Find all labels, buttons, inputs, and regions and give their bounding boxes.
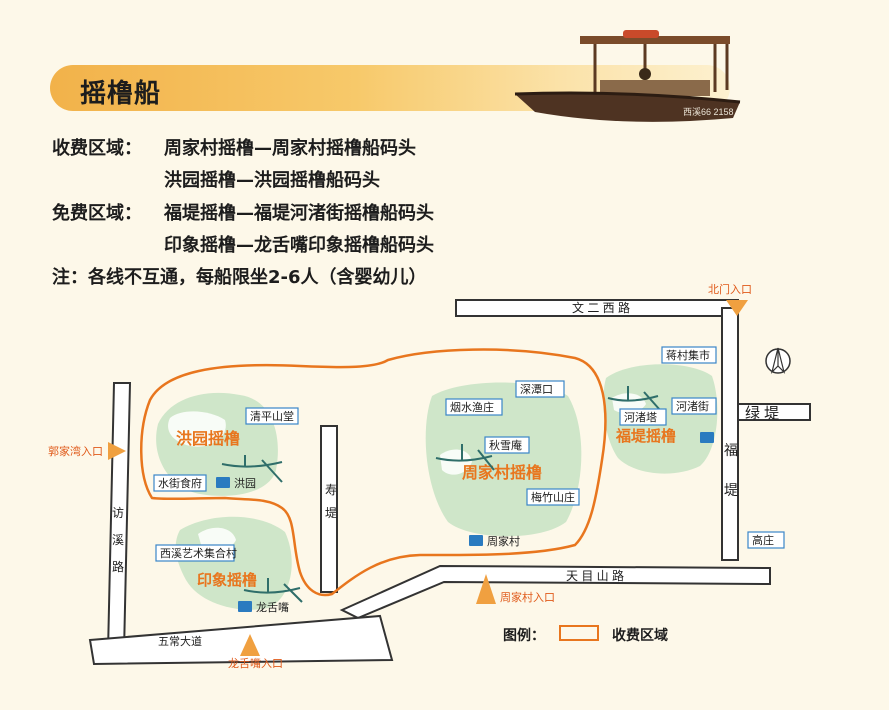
road-labels: 文 二 西 路 绿 堤 福 堤 访 溪 路 寿 堤 天 目 山 路 五常大道 bbox=[112, 300, 779, 648]
boat-icon-hongyuan bbox=[221, 455, 283, 483]
boat-hull bbox=[515, 92, 740, 122]
zone-name-zhoujiacun: 周家村摇橹 bbox=[462, 463, 542, 482]
boatman-icon bbox=[639, 68, 651, 80]
place-qingpingshantang: 清平山堂 bbox=[250, 410, 294, 423]
road-label-fudi-1: 福 bbox=[724, 442, 738, 458]
place-jiangcunjishi: 蒋村集市 bbox=[666, 348, 710, 362]
legend-swatch bbox=[559, 625, 599, 641]
hongyuan-pond bbox=[168, 411, 226, 447]
zone-areas bbox=[156, 364, 718, 610]
zone-names: 洪园摇橹 印象摇橹 周家村摇橹 福堤摇橹 bbox=[176, 427, 676, 589]
boat-icon-yinxiang bbox=[243, 578, 303, 603]
legend-text: 收费区域 bbox=[612, 627, 668, 643]
boat-cabin bbox=[600, 80, 710, 96]
road-label-fangxi-3: 路 bbox=[112, 559, 124, 574]
place-qiuxuean: 秋雪庵 bbox=[489, 438, 522, 452]
road-label-tianmu: 天 目 山 路 bbox=[566, 568, 624, 583]
pier-longshezui: 龙舌嘴 bbox=[256, 601, 289, 614]
boat-roof-cushion bbox=[623, 30, 659, 38]
road-label-shoudi-2: 堤 bbox=[325, 506, 337, 520]
free-zone-line-1: 免费区域：福堤摇橹—福堤河渚街摇橹船码头 bbox=[52, 203, 434, 224]
legend: 图例： 收费区域 bbox=[503, 625, 668, 643]
place-meizhushanzhuang: 梅竹山庄 bbox=[531, 490, 575, 504]
road-label-wener: 文 二 西 路 bbox=[572, 300, 630, 315]
boat-photo: 西溪66 2158 bbox=[514, 30, 741, 122]
entrance-arrow-wujiawan bbox=[108, 442, 126, 460]
road-lüdi bbox=[737, 403, 811, 421]
entrances: 北门入口 郭家湾入口 周家村入口 龙舌嘴入口 bbox=[48, 282, 752, 670]
yinxiang-area bbox=[175, 516, 292, 610]
road-label-lüdi: 绿 堤 bbox=[745, 405, 779, 422]
road-tianmu bbox=[339, 564, 771, 620]
entrance-longshezui: 龙舌嘴入口 bbox=[228, 657, 283, 670]
entrance-arrow-beimen bbox=[726, 300, 748, 316]
place-yanshuiyuzhuang: 烟水渔庄 bbox=[450, 400, 494, 414]
pier-hongyuan: 洪园 bbox=[234, 476, 256, 490]
entrance-arrow-zhoujiacun bbox=[476, 574, 496, 604]
place-labels: 清平山堂 水街食府 西溪艺术集合村 烟水渔庄 深潭口 秋雪庵 梅竹山庄 蒋村集市… bbox=[153, 346, 785, 562]
road-label-wuchang: 五常大道 bbox=[158, 634, 202, 648]
zone-name-yinxiang: 印象摇橹 bbox=[197, 571, 257, 589]
roads bbox=[88, 299, 811, 666]
charged-zone-line-1: 收费区域：周家村摇橹—周家村摇橹船码头 bbox=[52, 138, 416, 159]
road-fudi bbox=[721, 307, 739, 561]
boat-hull-text: 西溪66 2158 bbox=[683, 106, 734, 117]
legend-label: 图例： bbox=[503, 627, 545, 643]
place-hezhuta: 河渚塔 bbox=[624, 411, 657, 424]
place-hezhujie: 河渚街 bbox=[676, 399, 709, 413]
note-line: 注：各线不互通，每船限坐2-6人（含婴幼儿） bbox=[52, 267, 427, 288]
north-arrow-icon bbox=[765, 347, 791, 374]
entrance-wujiawan: 郭家湾入口 bbox=[48, 444, 103, 458]
pier-icon-zhoujiacun bbox=[469, 535, 483, 546]
entrance-beimen: 北门入口 bbox=[708, 282, 752, 296]
entrance-arrow-longshezui bbox=[240, 634, 260, 656]
zhoujiacun-pond bbox=[440, 449, 472, 475]
fudi-pond bbox=[612, 393, 646, 414]
place-xixiyishu: 西溪艺术集合村 bbox=[160, 546, 237, 560]
road-wuchang bbox=[88, 614, 394, 666]
pier-icon-hongyuan bbox=[216, 477, 230, 488]
road-label-fangxi-1: 访 bbox=[112, 506, 124, 520]
road-label-fudi-2: 堤 bbox=[724, 482, 738, 498]
pier-zhoujiacun: 周家村 bbox=[487, 534, 520, 548]
pier-icon-longshezui bbox=[238, 601, 252, 612]
place-shentankou: 深潭口 bbox=[520, 383, 553, 396]
road-shoudi bbox=[320, 425, 338, 593]
free-zone-line-2: 印象摇橹—龙舌嘴印象摇橹船码头 bbox=[164, 235, 434, 256]
charged-area-boundary bbox=[140, 348, 607, 597]
zone-name-fudi: 福堤摇橹 bbox=[615, 427, 676, 445]
place-gaozhuang: 高庄 bbox=[752, 533, 774, 547]
boat-icon-zhoujiacun bbox=[435, 444, 495, 471]
road-label-fangxi-2: 溪 bbox=[112, 533, 124, 547]
page-title: 摇橹船 bbox=[80, 79, 162, 109]
entrance-zhoujiacun: 周家村入口 bbox=[500, 590, 555, 604]
boat-icons bbox=[221, 386, 661, 603]
boat-icon-fudi bbox=[607, 386, 661, 411]
charged-zone-line-2: 洪园摇橹—洪园摇橹船码头 bbox=[164, 170, 380, 191]
pier-icon-fudi bbox=[700, 432, 714, 443]
pier-icons: 洪园 龙舌嘴 周家村 bbox=[216, 432, 714, 614]
place-shuijieshifu: 水街食府 bbox=[158, 476, 202, 490]
zone-name-hongyuan: 洪园摇橹 bbox=[176, 429, 240, 448]
road-label-shoudi-1: 寿 bbox=[325, 483, 337, 497]
boat-roof bbox=[580, 36, 730, 44]
